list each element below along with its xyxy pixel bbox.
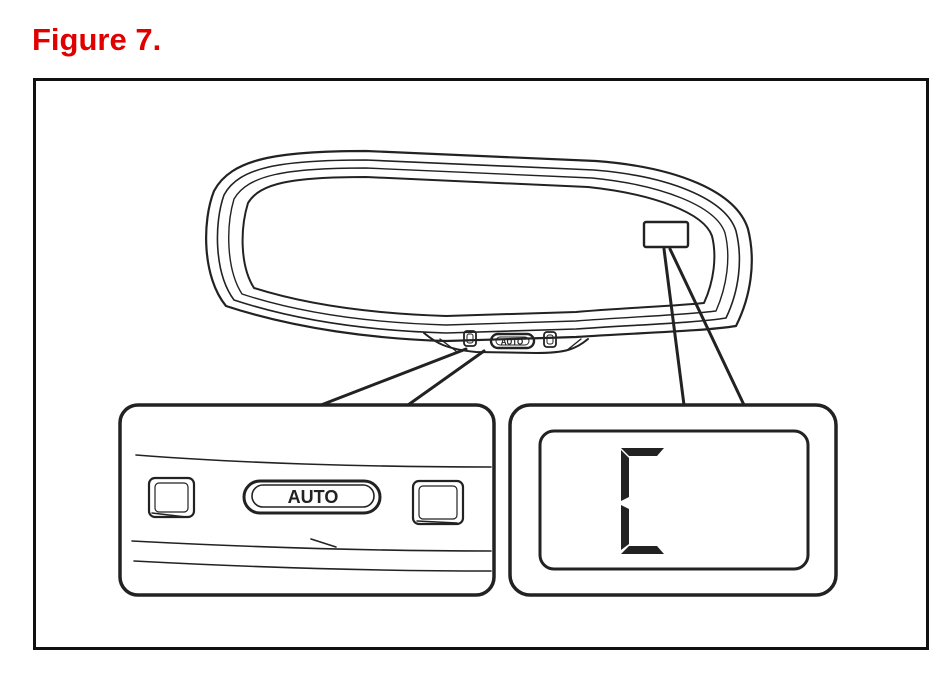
mirror-chin — [423, 332, 589, 354]
mirror-auto-button[interactable] — [489, 332, 536, 350]
auto-callout-leader — [319, 347, 486, 407]
callout-auto-button[interactable] — [242, 479, 382, 515]
mirror-display-window — [642, 220, 690, 249]
callout-right-button[interactable] — [411, 479, 465, 526]
display-callout-panel — [508, 403, 838, 597]
mirror-auto-button-label: AUTO — [501, 338, 524, 347]
mirror-right-button[interactable] — [543, 331, 557, 348]
mirror-left-button[interactable] — [463, 330, 477, 347]
display-callout-leader — [662, 247, 746, 407]
mirror-housing — [205, 149, 753, 343]
figure-title: Figure 7. — [32, 22, 162, 57]
auto-button-label: AUTO — [288, 487, 339, 507]
mirror-diagram: AUTO AUTO C — [118, 149, 838, 597]
display-segment-readout — [621, 448, 664, 554]
figure-frame — [33, 78, 929, 650]
auto-callout-panel — [118, 403, 496, 597]
callout-left-button[interactable] — [147, 476, 196, 519]
